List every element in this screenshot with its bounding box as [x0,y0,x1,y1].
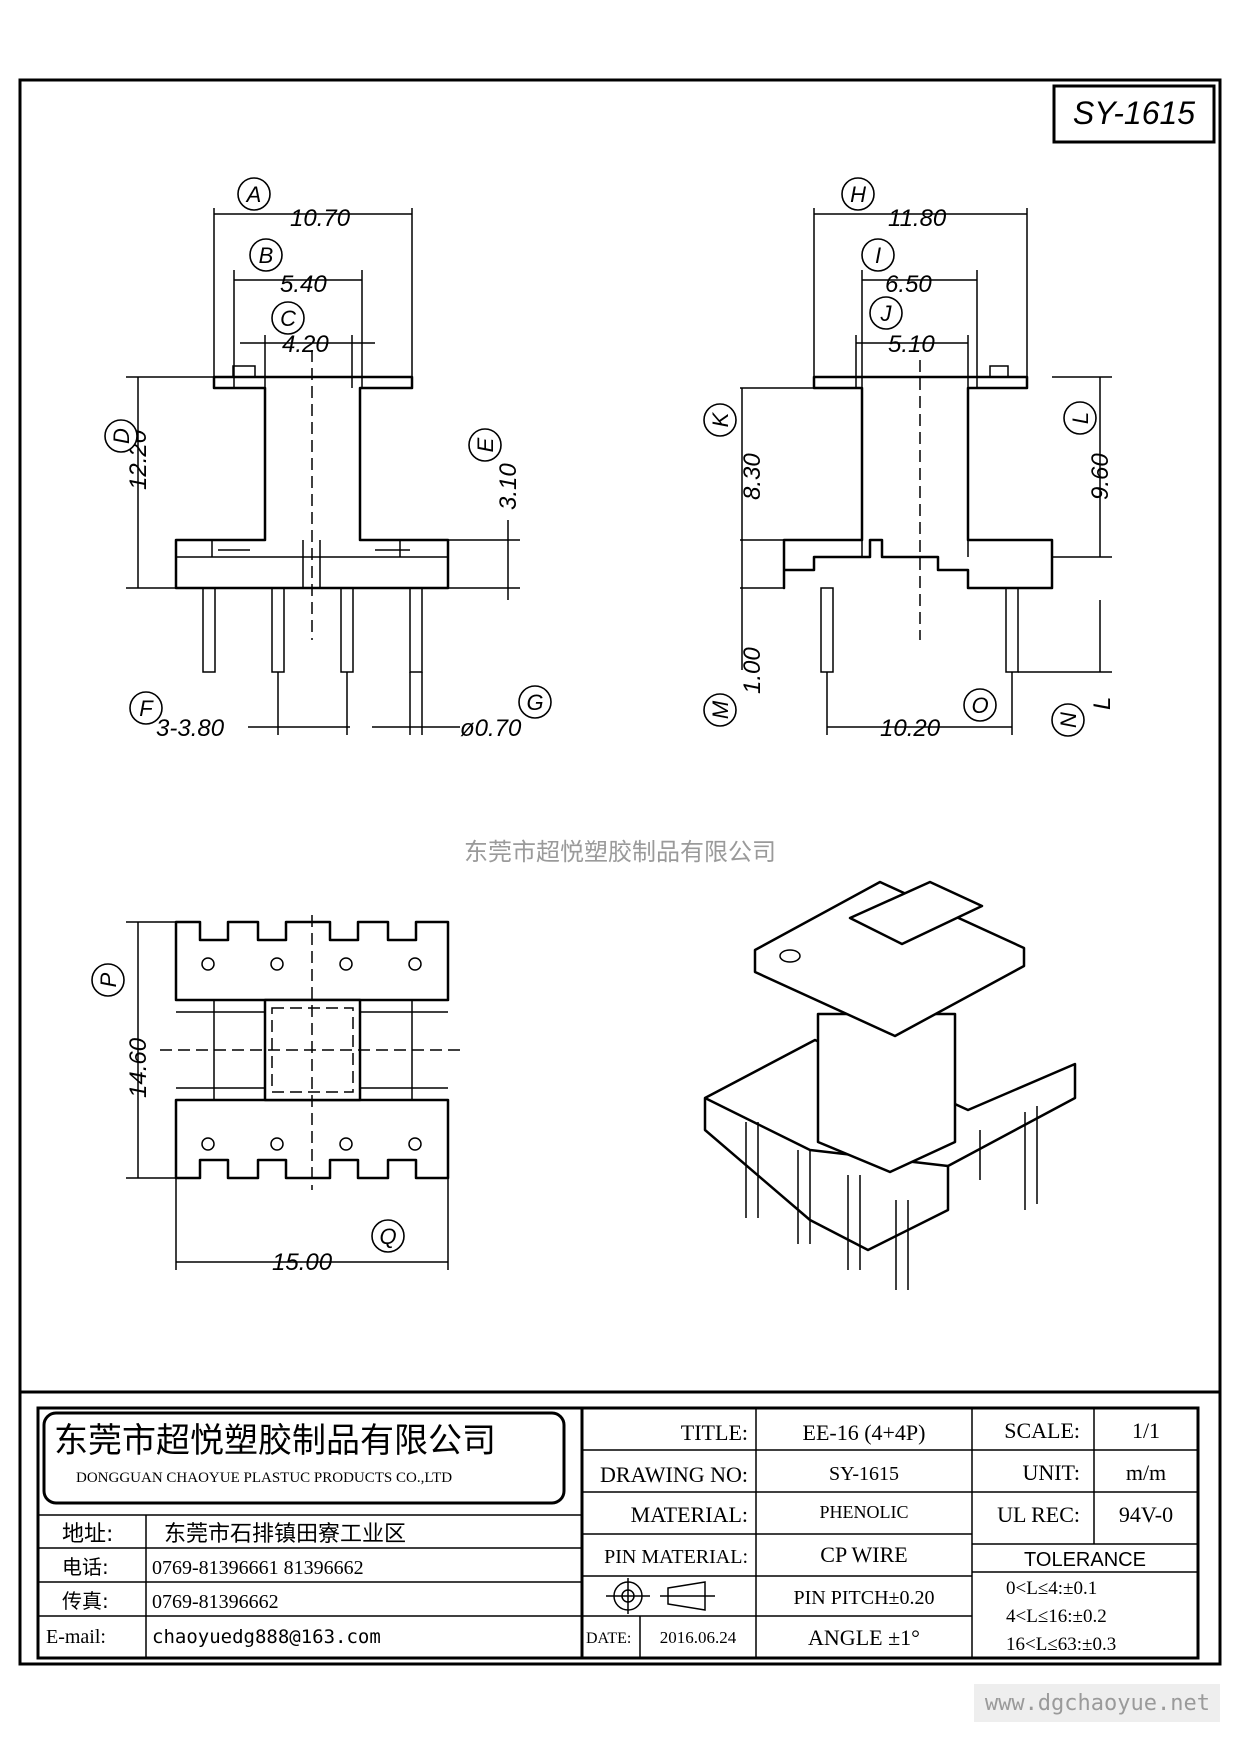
callout-G: G [518,685,552,719]
sheet-border [18,78,1222,1666]
ul-value: 94V-0 [1119,1502,1173,1527]
dim-M-value: 1.00 [739,647,766,694]
dim-F-value: 3-3.80 [156,715,225,742]
callout-letter: P [96,972,121,987]
phone-label: 电话: [62,1555,109,1579]
dim-P-value: 14.60 [125,1037,152,1098]
isometric-view [703,880,1077,1290]
callout-letter: H [850,182,866,207]
company-name-en: DONGGUAN CHAOYUE PLASTUC PRODUCTS CO.,LT… [76,1470,452,1486]
callouts: A B C D E F G H I J K L M N O P Q [91,177,1097,1253]
callout-letter: D [109,428,134,444]
tolerance-label: TOLERANCE [1024,1549,1146,1571]
dim-H-value: 11.80 [888,205,947,232]
dim-N-value: L [1089,697,1116,710]
callout-F: F [129,691,163,725]
dim-B-value: 5.40 [280,271,327,298]
dim-C-value: 4.20 [282,331,329,358]
callout-D: D [104,419,138,453]
callout-J: J [869,296,903,330]
watermark: 东莞市超悦塑胶制品有限公司 [464,838,776,866]
callout-letter: O [971,693,988,718]
drawing-no-label: DRAWING NO: [600,1462,748,1487]
callout-P: P [91,963,125,997]
email-value: chaoyuedg888@163.com [152,1626,381,1648]
fax-value: 0769-81396662 [152,1591,279,1613]
date-label: DATE: [586,1630,631,1647]
scale-label: SCALE: [1004,1418,1080,1443]
tolerance-row-1: 0<L≤4:±0.1 [1006,1578,1097,1599]
unit-label: UNIT: [1022,1460,1080,1485]
callout-letter: G [526,690,543,715]
unit-value: m/m [1126,1460,1166,1485]
dim-O-value: 10.20 [880,715,941,742]
callout-letter: M [708,700,733,719]
callout-O: O [963,688,997,722]
address-label: 地址: [62,1522,113,1547]
part-number: SY-1615 [1073,95,1195,131]
callout-M: M [703,693,737,727]
callout-letter: F [139,696,154,721]
address-value: 东莞市石排镇田寮工业区 [164,1522,406,1547]
side-view: 11.80 6.50 5.10 8.30 9.60 1.00 L 10.20 [739,205,1116,742]
dim-K-value: 8.30 [739,453,766,500]
callout-letter: I [875,243,881,268]
part-number-box [1052,84,1216,144]
callout-letter: N [1056,712,1081,728]
callout-L: L [1063,401,1097,435]
callout-letter: Q [379,1224,396,1249]
title-label: TITLE: [681,1420,748,1445]
callout-letter: C [280,306,296,331]
dim-G-value: ø0.70 [460,715,522,742]
dim-L-value: 9.60 [1087,453,1114,500]
callout-I: I [861,238,895,272]
callout-Q: Q [371,1219,405,1253]
pin-material-value: CP WIRE [820,1542,907,1567]
callout-H: H [841,177,875,211]
dim-J-value: 5.10 [888,331,935,358]
dim-I-value: 6.50 [885,271,932,298]
dim-Q-value: 15.00 [272,1249,333,1276]
callout-letter: E [473,437,498,452]
website-banner [974,1684,1220,1722]
email-label: E-mail: [46,1626,106,1648]
phone-value: 0769-81396661 81396662 [152,1557,364,1579]
dim-E-value: 3.10 [495,463,522,510]
callout-C: C [271,301,305,335]
pin-material-label: PIN MATERIAL: [604,1546,748,1568]
ul-label: UL REC: [997,1502,1080,1527]
scale-value: 1/1 [1132,1418,1160,1443]
callout-letter: L [1068,412,1093,424]
angle-tolerance: ANGLE ±1° [808,1625,920,1650]
callout-letter: J [880,301,893,326]
callout-K: K [703,403,737,437]
date-value: 2016.06.24 [660,1628,737,1647]
company-name-cn: 东莞市超悦塑胶制品有限公司 [54,1421,496,1461]
callout-letter: K [708,411,733,427]
callout-E: E [468,428,502,462]
tolerance-row-2: 4<L≤16:±0.2 [1006,1606,1107,1627]
website-text: www.dgchaoyue.net [985,1691,1210,1716]
dim-A-value: 10.70 [290,205,351,232]
tolerance-row-3: 16<L≤63:±0.3 [1006,1634,1116,1655]
material-value: PHENOLIC [820,1502,909,1522]
callout-A: A [237,177,271,211]
drawing-no-value: SY-1615 [829,1463,899,1485]
bottom-view: 14.60 15.00 [125,915,460,1276]
callout-letter: A [245,182,262,207]
callout-B: B [249,238,283,272]
pin-pitch: PIN PITCH±0.20 [794,1587,935,1609]
fax-label: 传真: [62,1589,109,1613]
title-block: 东莞市超悦塑胶制品有限公司 DONGGUAN CHAOYUE PLASTUC P… [20,1390,1220,1660]
title-value: EE-16 (4+4P) [803,1420,926,1445]
front-view: 10.70 5.40 4.20 12.20 3.10 3-3.80 ø0.70 [125,205,522,742]
material-label: MATERIAL: [631,1502,748,1527]
callout-N: N [1051,703,1085,737]
callout-letter: B [259,243,274,268]
